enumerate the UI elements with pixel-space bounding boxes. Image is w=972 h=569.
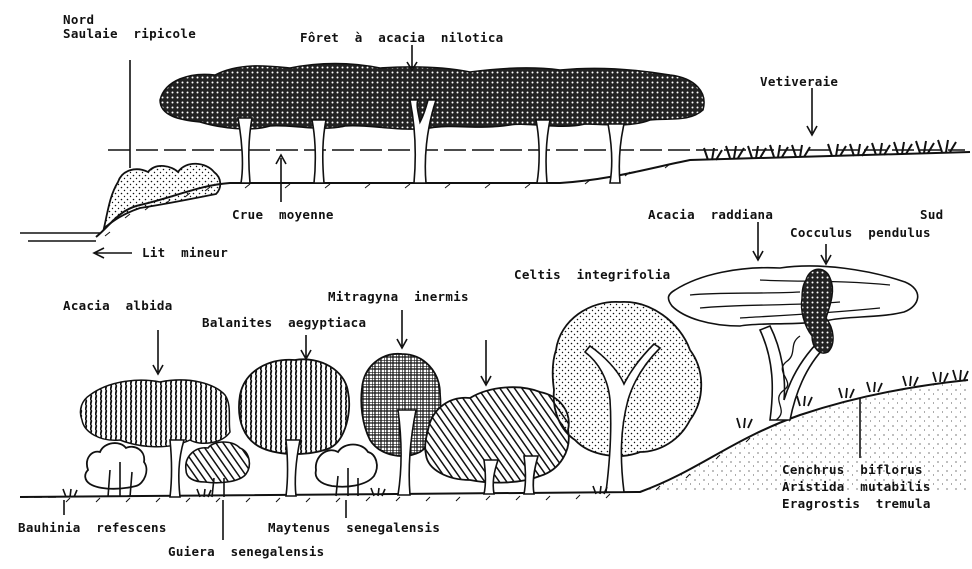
balanites-trunk bbox=[286, 440, 300, 496]
label-cenchrus-biflorus: Cenchrus biflorus bbox=[782, 463, 923, 477]
label-nord: Nord bbox=[63, 13, 94, 27]
lit-pointer bbox=[94, 248, 132, 258]
hatched-tree-pointer bbox=[481, 340, 491, 385]
nilotica-trunk-2 bbox=[312, 120, 326, 183]
label-eragrostis-tremula: Eragrostis tremula bbox=[782, 497, 931, 511]
label-lit-mineur: Lit mineur bbox=[142, 246, 228, 260]
label-saulaie-ripicole: Saulaie ripicole bbox=[63, 27, 196, 41]
label-maytenus-senegalensis: Maytenus senegalensis bbox=[268, 521, 440, 535]
cocculus-vine bbox=[801, 269, 833, 353]
acacia-raddiana-pointer bbox=[753, 222, 763, 260]
bauhinia-shrub bbox=[85, 443, 146, 489]
crue-pointer bbox=[276, 155, 286, 202]
mitragyna-pointer bbox=[397, 310, 407, 348]
acacia-albida-pointer bbox=[153, 330, 163, 374]
cocculus-pointer bbox=[821, 244, 831, 264]
label-acacia-albida: Acacia albida bbox=[63, 299, 173, 313]
acacia-albida-canopy bbox=[80, 380, 230, 447]
label-crue-moyenne: Crue moyenne bbox=[232, 208, 334, 222]
label-vetiveraie: Vetiveraie bbox=[760, 75, 838, 89]
label-guiera-senegalensis: Guiera senegalensis bbox=[168, 545, 325, 559]
saulaie-shrub bbox=[104, 164, 220, 228]
vetiveraie-pointer bbox=[807, 88, 817, 135]
balanites-pointer bbox=[301, 335, 311, 359]
label-acacia-raddiana: Acacia raddiana bbox=[648, 208, 773, 222]
acacia-albida-trunk bbox=[170, 440, 184, 497]
label-celtis-integrifolia: Celtis integrifolia bbox=[514, 268, 671, 282]
label-sud: Sud bbox=[920, 208, 943, 222]
nilotica-trunk-4 bbox=[536, 120, 550, 183]
label-balanites-aegyptiaca: Balanites aegyptiaca bbox=[202, 316, 366, 330]
label-aristida-mutabilis: Aristida mutabilis bbox=[782, 480, 931, 494]
label-foret-acacia-nilotica: Fôret à acacia nilotica bbox=[300, 31, 503, 45]
guiera-shrub bbox=[186, 442, 250, 483]
acacia-raddiana-canopy bbox=[668, 266, 917, 326]
label-bauhinia-refescens: Bauhinia refescens bbox=[18, 521, 167, 535]
label-mitragyna-inermis: Mitragyna inermis bbox=[328, 290, 469, 304]
hatched-tree-canopy bbox=[425, 387, 569, 482]
label-cocculus-pendulus: Cocculus pendulus bbox=[790, 226, 931, 240]
maytenus-shrub bbox=[316, 445, 377, 487]
